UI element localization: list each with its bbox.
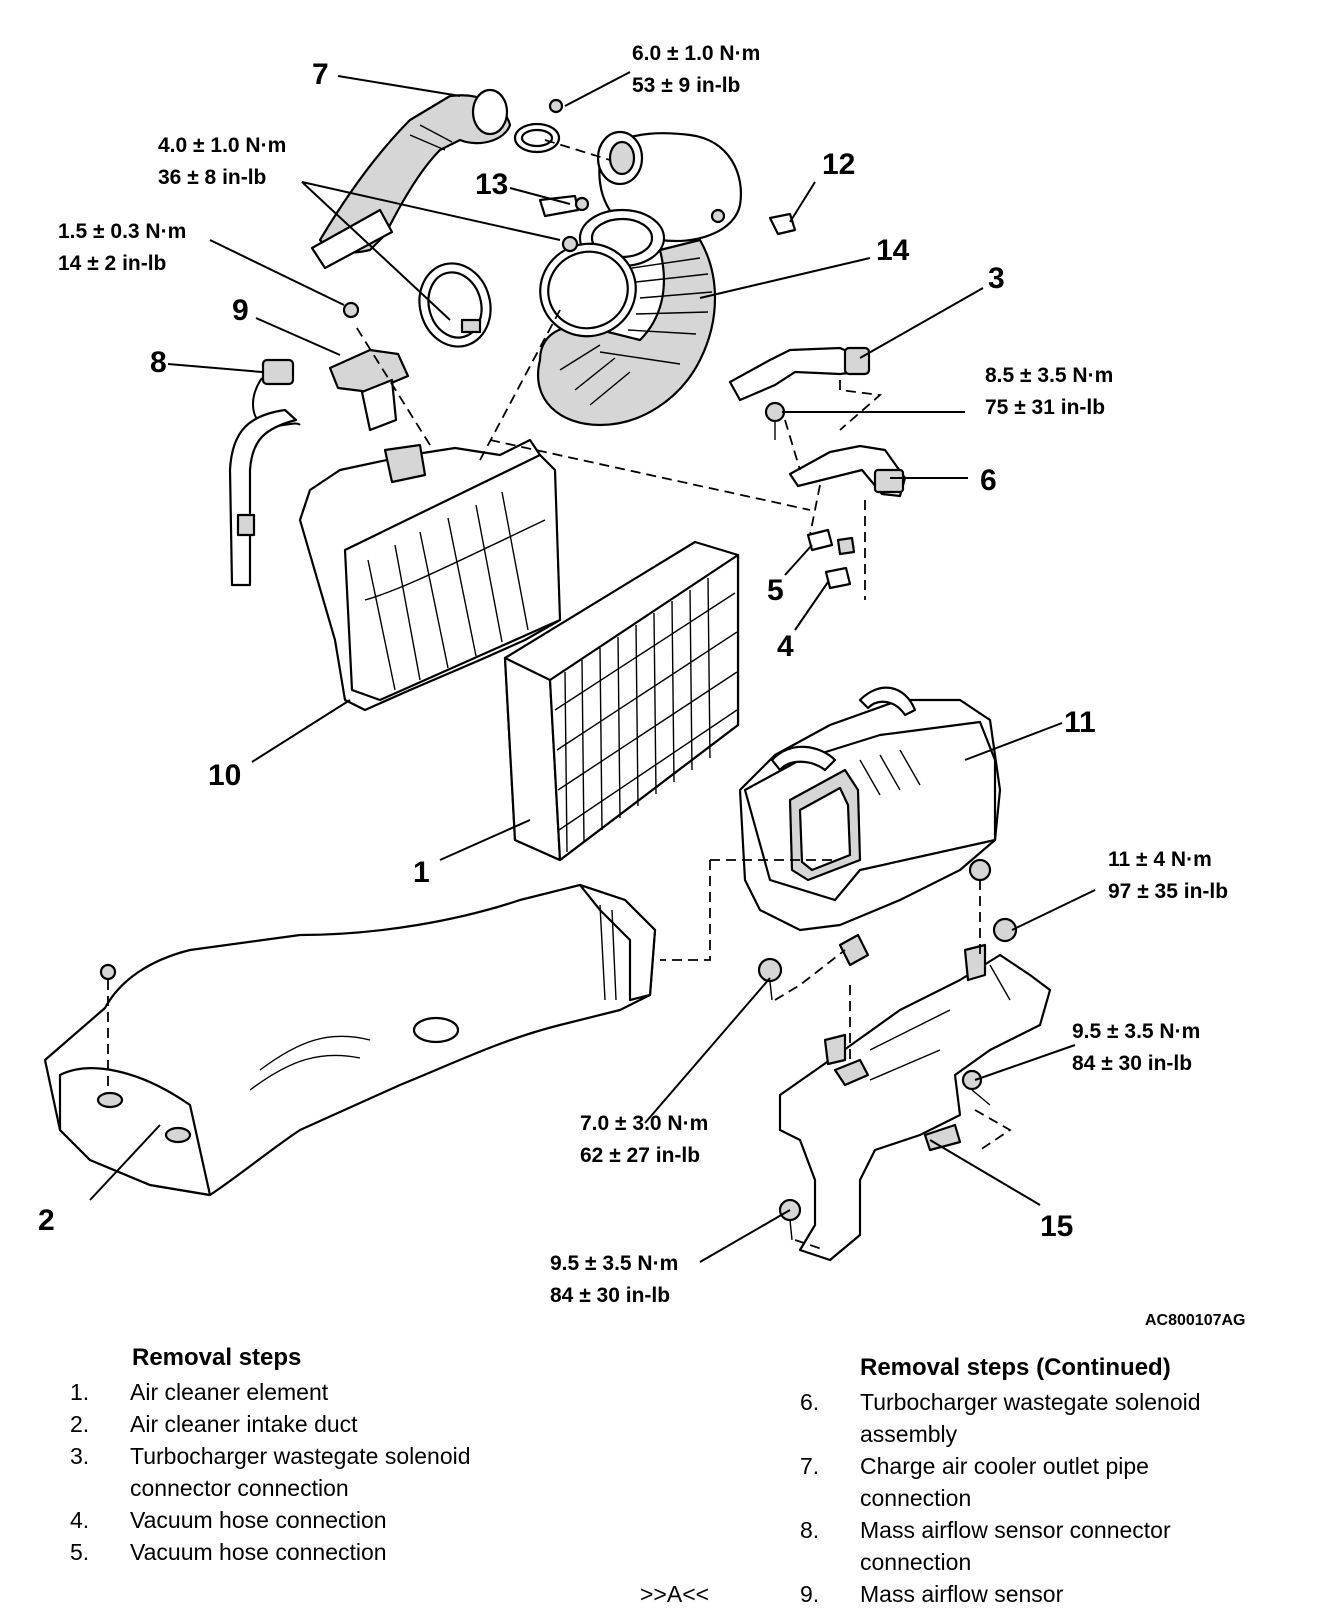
hose-clamp-upper [513,98,564,154]
step-text: Mass airflow sensor connector connection [860,1517,1171,1575]
step-text: Turbocharger wastegate solenoid assembly [860,1389,1201,1447]
torque-spec-inlb: 53 ± 9 in-lb [632,74,740,97]
mass-airflow-sensor-9 [328,301,410,432]
bolt-9-5nm-bottom [778,1198,802,1241]
step-number: 3. [70,1443,90,1469]
callout-11: 11 [1064,706,1096,739]
wastegate-solenoid-bracket-6 [788,444,907,498]
torque-spec-inlb: 36 ± 8 in-lb [158,166,266,189]
callout-4: 4 [777,630,794,663]
callout-1: 1 [413,856,430,889]
bolt-8-5nm [764,401,786,440]
step-text: Vacuum hose connection [130,1507,387,1533]
torque-spec-nm: 4.0 ± 1.0 N·m [158,134,286,157]
callout-8: 8 [150,346,167,379]
list-item: 3. Turbocharger wastegate solenoid conne… [70,1440,630,1504]
removal-steps-continued-title: Removal steps (Continued) [860,1354,1171,1381]
torque-spec-inlb: 97 ± 35 in-lb [1108,880,1228,903]
callout-14: 14 [876,234,910,267]
callout-13: 13 [475,168,508,201]
list-item: 1. Air cleaner element [70,1376,630,1408]
callout-6: 6 [980,464,997,497]
vacuum-hose-fittings [806,528,856,590]
step-text: Mass airflow sensor [860,1581,1064,1607]
bolt-12 [768,212,797,236]
exploded-parts-diagram: 7 13 12 14 3 9 8 6 5 4 11 10 1 2 15 6.0 … [38,42,1246,1329]
removal-steps-title: Removal steps [132,1344,302,1371]
step-number: 4. [70,1507,90,1533]
step-number: 6. [800,1389,820,1415]
torque-spec-nm: 1.5 ± 0.3 N·m [58,220,186,243]
air-cleaner-element-1 [503,540,740,862]
hose-clamp-left [418,262,492,348]
torque-spec-inlb: 14 ± 2 in-lb [58,252,166,275]
air-cleaner-cover-10 [298,438,562,712]
list-item: 8. Mass airflow sensor connector connect… [800,1514,1300,1578]
list-item: 6. Turbocharger wastegate solenoid assem… [800,1386,1300,1450]
step-number: 8. [800,1517,820,1543]
step-number: 1. [70,1379,90,1405]
torque-spec-nm: 8.5 ± 3.5 N·m [985,364,1113,387]
step-number: 9. [800,1581,820,1607]
wastegate-harness-3 [728,346,871,402]
torque-spec-inlb: 75 ± 31 in-lb [985,396,1105,419]
step-text: Charge air cooler outlet pipe connection [860,1453,1149,1511]
bracket-15 [778,943,1052,1262]
list-item: >>A<< 9. Mass airflow sensor [640,1578,1300,1610]
list-item: 5. Vacuum hose connection [70,1536,630,1568]
maf-connector-harness-8 [228,358,301,587]
step-text: Turbocharger wastegate solenoid connecto… [130,1443,471,1501]
torque-spec-nm: 9.5 ± 3.5 N·m [1072,1020,1200,1043]
callout-12: 12 [822,148,855,181]
bolt-7nm [757,957,783,1001]
callout-3: 3 [988,262,1005,295]
small-fitting-13 [538,194,590,218]
callout-9: 9 [232,294,249,327]
bolt-11nm [992,917,1018,943]
figure-code: AC800107AG [1145,1312,1246,1329]
torque-spec-nm: 9.5 ± 3.5 N·m [550,1252,678,1275]
removal-steps-continued-list: Removal steps (Continued) 6. Turbocharge… [640,1352,1300,1610]
torque-spec-nm: 6.0 ± 1.0 N·m [632,42,760,65]
list-item: 7. Charge air cooler outlet pipe connect… [800,1450,1300,1514]
charge-air-cooler-outlet-pipe [310,88,512,270]
step-number: 7. [800,1453,820,1479]
step-prefix: >>A<< [640,1581,710,1607]
hose-clamp-lower [539,235,637,338]
torque-spec-inlb: 62 ± 27 in-lb [580,1144,700,1167]
callout-10: 10 [208,759,241,792]
callout-15: 15 [1040,1210,1073,1243]
removal-steps-list: Removal steps 1. Air cleaner element 2. … [70,1342,630,1568]
list-item: 4. Vacuum hose connection [70,1504,630,1536]
torque-spec-inlb: 84 ± 30 in-lb [550,1284,670,1307]
torque-spec-nm: 11 ± 4 N·m [1108,848,1212,871]
step-text: Vacuum hose connection [130,1539,387,1565]
callout-5: 5 [767,574,784,607]
list-item: 2. Air cleaner intake duct [70,1408,630,1440]
step-number: 2. [70,1411,90,1437]
torque-spec-nm: 7.0 ± 3.0 N·m [580,1112,708,1135]
callout-2: 2 [38,1204,55,1237]
step-text: Air cleaner element [130,1379,329,1405]
bolt-9-5nm-right [961,1069,991,1106]
callout-7: 7 [312,58,329,91]
air-cleaner-intake-duct-2 [43,883,657,1197]
air-cleaner-housing-11 [738,686,1002,967]
step-number: 5. [70,1539,90,1565]
step-text: Air cleaner intake duct [130,1411,358,1437]
torque-spec-inlb: 84 ± 30 in-lb [1072,1052,1192,1075]
